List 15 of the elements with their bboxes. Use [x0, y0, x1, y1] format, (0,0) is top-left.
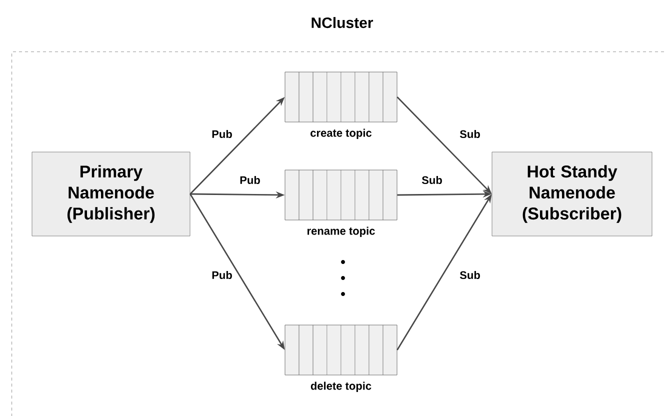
edge-label: Sub	[420, 174, 444, 186]
queue: rename topic	[284, 170, 398, 237]
edge-label: Sub	[458, 270, 482, 280]
edge-label: Sub	[458, 128, 482, 140]
edge-label: Pub	[210, 270, 234, 280]
node-label: NCluster	[312, 17, 374, 28]
node-label: create topic	[310, 128, 372, 139]
edge-label: Pub	[238, 174, 262, 186]
node-label: delete topic	[310, 382, 372, 392]
edge-label: Pub	[210, 128, 234, 140]
node-label: rename topic	[307, 226, 375, 237]
queue: create topic	[284, 72, 398, 139]
queue: delete topic	[284, 324, 398, 392]
process-box: Hot Standy Namenode (Subscriber)	[492, 152, 652, 236]
process-box: Primary Namenode (Publisher)	[32, 152, 190, 236]
